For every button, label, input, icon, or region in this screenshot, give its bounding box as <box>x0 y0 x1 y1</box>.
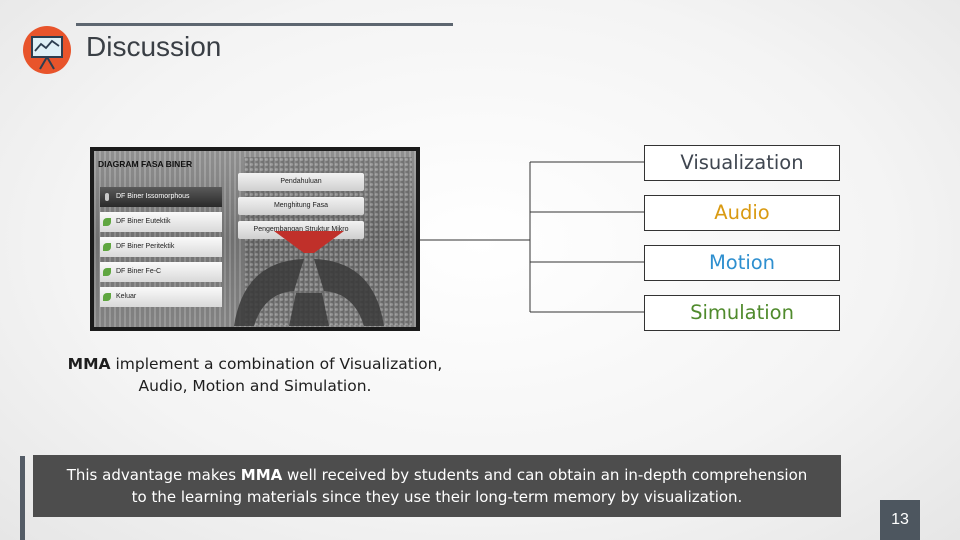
tag-visualization: Visualization <box>644 145 840 181</box>
app-item-label: DF Biner Eutektik <box>116 218 171 225</box>
app-item-label: DF Biner Issomorphous <box>116 193 190 200</box>
leaf-icon <box>103 243 111 251</box>
note-suffix: well received by students and can obtain… <box>282 466 808 484</box>
app-left-menu: DF Biner Issomorphous DF Biner Eutektik … <box>100 187 222 312</box>
leaf-icon <box>103 268 111 276</box>
app-item-label: Keluar <box>116 293 137 300</box>
app-item-label: DF Biner Peritektik <box>116 243 175 250</box>
app-screenshot-frame: DIAGRAM FASA BINER DF Biner Issomorphous… <box>94 151 416 327</box>
presentation-board-icon <box>23 26 71 74</box>
summary-note: This advantage makes MMA well received b… <box>33 455 841 517</box>
fan-graphic <box>234 231 384 326</box>
leaf-icon <box>103 218 111 226</box>
page-number: 13 <box>880 500 920 540</box>
app-screenshot: DIAGRAM FASA BINER DF Biner Issomorphous… <box>90 147 420 331</box>
leaf-icon <box>103 293 111 301</box>
tag-motion: Motion <box>644 245 840 281</box>
caption-bold: MMA <box>67 355 111 373</box>
app-item-peritektik: DF Biner Peritektik <box>100 237 222 257</box>
app-btn-pendahuluan: Pendahuluan <box>238 173 364 191</box>
app-item-eutektik: DF Biner Eutektik <box>100 212 222 232</box>
app-item-isomorphous: DF Biner Issomorphous <box>100 187 222 207</box>
caption-line1: implement a combination of Visualization… <box>110 355 443 373</box>
app-item-label: DF Biner Fe-C <box>116 268 162 275</box>
page-title: Discussion <box>86 31 222 62</box>
app-item-keluar: Keluar <box>100 287 222 307</box>
app-btn-menghitung-fasa: Menghitung Fasa <box>238 197 364 215</box>
accent-bar <box>20 456 25 540</box>
note-prefix: This advantage makes <box>66 466 241 484</box>
thermometer-icon <box>105 193 109 201</box>
note-bold: MMA <box>240 466 283 484</box>
caption-line2: Audio, Motion and Simulation. <box>138 377 372 395</box>
app-title: DIAGRAM FASA BINER <box>98 159 193 169</box>
app-item-fe-c: DF Biner Fe-C <box>100 262 222 282</box>
header-divider <box>76 23 453 26</box>
note-line2: to the learning materials since they use… <box>131 488 743 506</box>
caption: MMA implement a combination of Visualiza… <box>50 353 460 397</box>
app-top-menu: Pendahuluan Menghitung Fasa Pengembangan… <box>238 173 364 245</box>
tag-audio: Audio <box>644 195 840 231</box>
tag-simulation: Simulation <box>644 295 840 331</box>
